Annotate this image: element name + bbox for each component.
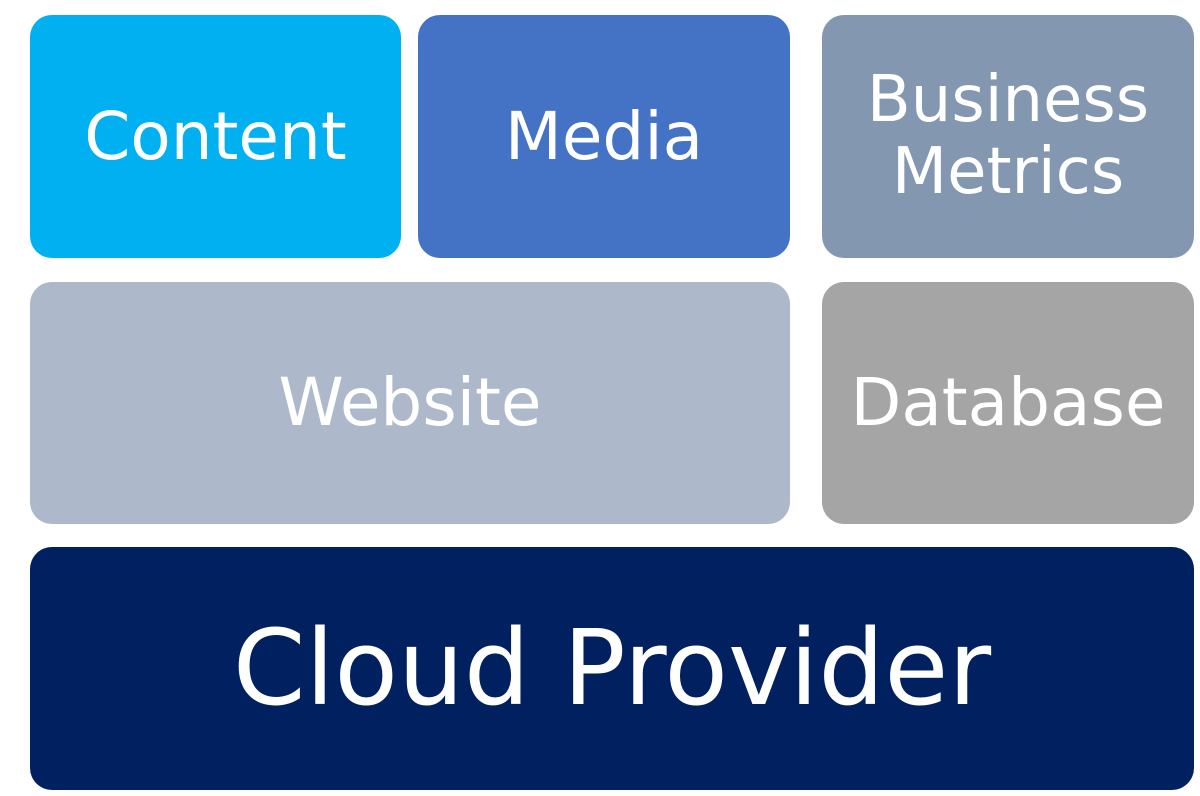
business-metrics-label-line2: Metrics [891, 134, 1125, 209]
business-metrics-block: Business Metrics [822, 15, 1194, 258]
database-block: Database [822, 282, 1194, 524]
website-label: Website [278, 364, 542, 442]
business-metrics-label-line1: Business [866, 62, 1150, 137]
media-block: Media [418, 15, 790, 258]
database-label: Database [850, 364, 1166, 442]
content-block: Content [30, 15, 401, 258]
website-block: Website [30, 282, 790, 524]
cloud-provider-label: Cloud Provider [232, 607, 992, 730]
content-label: Content [84, 97, 347, 175]
media-label: Media [504, 97, 704, 175]
business-metrics-label: Business Metrics [866, 62, 1150, 209]
cloud-provider-block: Cloud Provider [30, 547, 1194, 790]
